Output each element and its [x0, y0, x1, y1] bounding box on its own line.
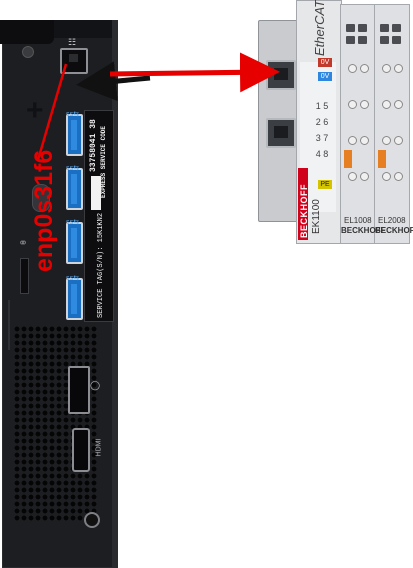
chassis-detail — [8, 300, 16, 350]
usb-port-4[interactable] — [66, 278, 83, 320]
beckhoff-brand-bar — [298, 168, 308, 240]
pc-side-edge — [112, 20, 118, 568]
usb-icon: ss⇆ — [66, 110, 80, 118]
power-port[interactable] — [84, 512, 100, 528]
displayport-icon: ◯ — [90, 380, 101, 390]
module-led — [346, 24, 355, 32]
chassis-oval-button — [32, 184, 50, 212]
barcode — [91, 176, 101, 210]
pc-handle-tab — [0, 20, 54, 44]
module-label: EL1008 — [344, 216, 372, 225]
terminal-contact[interactable] — [360, 100, 369, 109]
lock-icon: ⚭ — [18, 236, 29, 250]
terminal-contact[interactable] — [394, 136, 403, 145]
pe-badge: PE — [318, 180, 332, 189]
module-led — [380, 24, 389, 32]
plus-marking: + — [26, 94, 44, 127]
terminal-contact[interactable] — [394, 172, 403, 181]
module-marker-orange — [344, 150, 352, 168]
module-marker-orange — [378, 150, 386, 168]
terminal-contact[interactable] — [382, 64, 391, 73]
usb-icon: ss⇆ — [66, 218, 80, 226]
terminal-contact[interactable] — [382, 136, 391, 145]
terminal-contact[interactable] — [394, 100, 403, 109]
el1008-module — [340, 4, 376, 244]
module-label: EL2008 — [378, 216, 406, 225]
terminal-contact[interactable] — [360, 172, 369, 181]
module-led — [346, 36, 355, 44]
module-led — [392, 24, 401, 32]
usb-port-3[interactable] — [66, 222, 83, 264]
module-brand: BECKHOFF — [375, 226, 413, 235]
ethercat-out-port[interactable] — [266, 118, 296, 148]
module-led — [358, 24, 367, 32]
terminal-contact[interactable] — [394, 64, 403, 73]
module-led — [380, 36, 389, 44]
displayport-port[interactable] — [68, 366, 90, 414]
terminal-contact[interactable] — [382, 100, 391, 109]
screw-icon — [22, 46, 34, 58]
el2008-module — [374, 4, 410, 244]
arrow-to-coupler-port — [109, 52, 280, 93]
usb-icon: ss⇆ — [66, 164, 80, 172]
terminal-contact[interactable] — [360, 64, 369, 73]
coupler-port-numbers: 1 5 2 6 3 7 4 8 — [315, 101, 329, 159]
terminal-contact[interactable] — [348, 172, 357, 181]
zero-v-badge: 0V — [318, 72, 332, 81]
terminal-contact[interactable] — [348, 100, 357, 109]
service-label-sticker — [84, 110, 114, 322]
label-pointer-line — [36, 63, 68, 161]
module-led — [358, 36, 367, 44]
terminal-contact[interactable] — [348, 64, 357, 73]
terminal-contact[interactable] — [348, 136, 357, 145]
ethernet-icon: ☷ — [68, 37, 77, 47]
ventilation-grille — [14, 326, 98, 522]
usb-icon: ss⇆ — [66, 274, 80, 282]
module-led — [392, 36, 401, 44]
hdmi-port[interactable] — [72, 428, 90, 472]
terminal-contact[interactable] — [360, 136, 369, 145]
usb-port-2[interactable] — [66, 168, 83, 210]
zero-v-badge: 0V — [318, 58, 332, 67]
security-lock-slot[interactable] — [20, 258, 29, 294]
usb-port-1[interactable] — [66, 114, 83, 156]
module-brand: BECKHOFF — [341, 226, 386, 235]
arrow-to-pc-port — [76, 61, 151, 102]
terminal-contact[interactable] — [382, 172, 391, 181]
